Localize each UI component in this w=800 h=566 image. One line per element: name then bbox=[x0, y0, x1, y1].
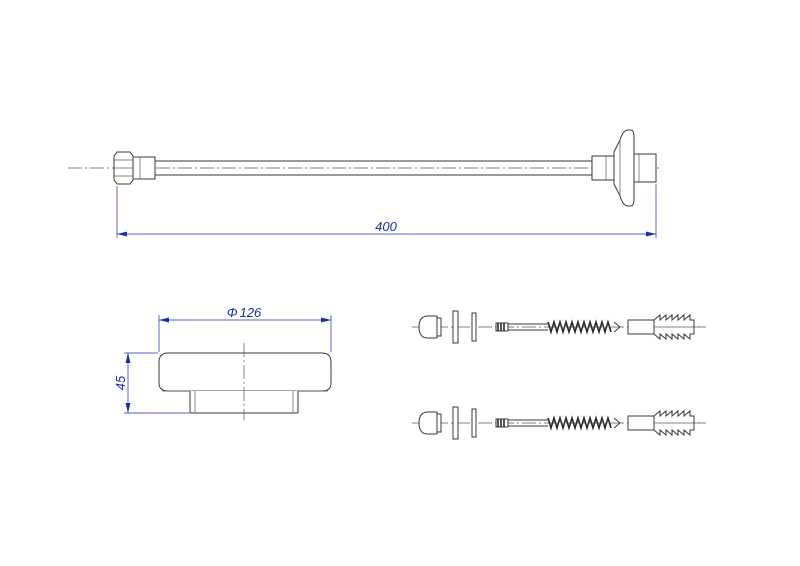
rosette-height-dimension: 45 bbox=[113, 352, 189, 414]
rosette-cover bbox=[158, 343, 332, 420]
hose-body bbox=[155, 160, 592, 176]
hose-right-ferrule bbox=[591, 155, 615, 181]
hose-wall-flange bbox=[613, 129, 635, 207]
diameter-symbol: Φ bbox=[227, 305, 238, 320]
hanger-screw bbox=[495, 319, 621, 335]
rubber-washer bbox=[471, 312, 477, 342]
flexible-hose bbox=[68, 129, 662, 207]
hanger-screw bbox=[495, 415, 621, 431]
fixing-kit-bottom bbox=[412, 406, 706, 440]
flat-washer bbox=[452, 406, 459, 440]
rosette-height-label: 45 bbox=[113, 375, 128, 390]
rosette-diameter-label: 126 bbox=[240, 305, 262, 320]
fixing-kit-top bbox=[412, 310, 706, 344]
cap-nut bbox=[418, 315, 442, 339]
rubber-washer bbox=[471, 408, 477, 438]
wall-plug bbox=[627, 409, 700, 437]
hose-elbow-stub bbox=[633, 153, 657, 183]
hose-length-dimension: 400 bbox=[116, 184, 657, 238]
hose-hex-nut bbox=[113, 151, 134, 185]
wall-plug bbox=[627, 313, 700, 341]
hose-left-ferrule bbox=[132, 156, 156, 180]
cap-nut bbox=[418, 411, 442, 435]
flat-washer bbox=[452, 310, 459, 344]
hose-length-label: 400 bbox=[375, 219, 397, 234]
